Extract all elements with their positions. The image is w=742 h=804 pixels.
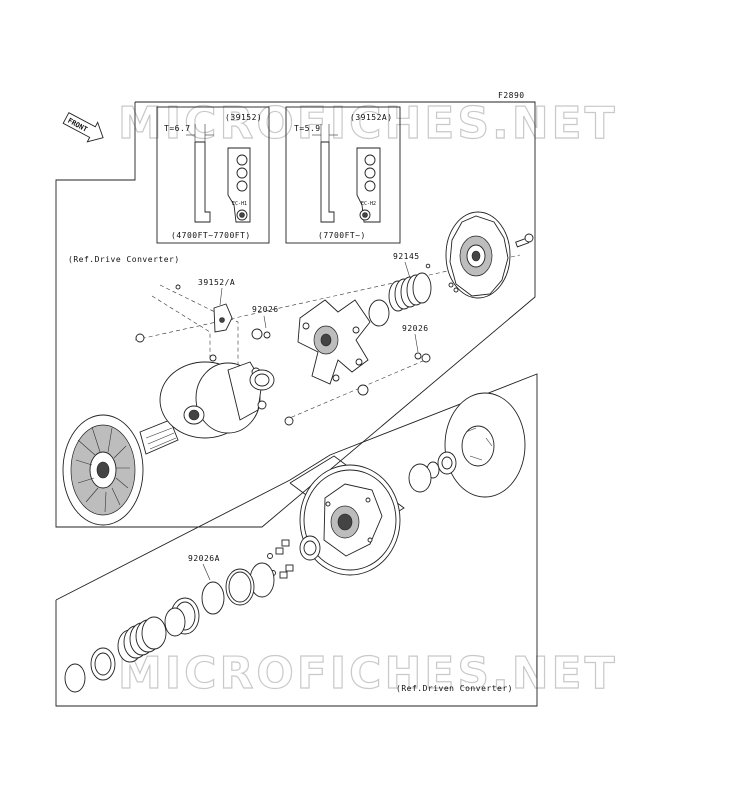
nut-lower bbox=[284, 416, 294, 426]
inset-right-range: (7700FT~) bbox=[318, 231, 366, 240]
ring-driven-end-2 bbox=[64, 663, 86, 693]
callout-spring: 92145 bbox=[393, 252, 420, 261]
weight-39152-drawing: EC-H1 bbox=[186, 124, 251, 223]
inset-right-box bbox=[285, 106, 401, 244]
callout-weight: 39152/A bbox=[198, 278, 235, 287]
nut-spider bbox=[357, 384, 369, 396]
inset-left-mark: EC-H1 bbox=[232, 201, 247, 207]
bushing-92026-right bbox=[421, 353, 431, 363]
ring-driven bbox=[408, 463, 432, 493]
callout-bushing-right: 92026 bbox=[402, 324, 429, 333]
ring-drive bbox=[368, 299, 390, 327]
drive-fixed-sheave bbox=[62, 414, 179, 526]
pin-left bbox=[175, 284, 181, 290]
spring-92145 bbox=[388, 272, 432, 312]
ref-drive-label: (Ref.Drive Converter) bbox=[68, 255, 180, 264]
weight-arm bbox=[213, 303, 233, 333]
spider bbox=[297, 299, 371, 385]
drive-cover bbox=[445, 211, 511, 299]
ring-shim-3 bbox=[201, 581, 225, 615]
inset-right-thickness: T=5.9 bbox=[294, 124, 321, 133]
drive-movable-sheave bbox=[159, 361, 267, 439]
driven-frame bbox=[55, 373, 538, 707]
washer-small-left bbox=[263, 331, 271, 339]
figure-code: F2890 bbox=[498, 91, 525, 100]
nut-left bbox=[135, 333, 145, 343]
inset-right-mark: EC-H2 bbox=[361, 201, 376, 207]
weight-39152a-drawing: EC-H2 bbox=[312, 124, 381, 223]
spring-driven bbox=[117, 616, 167, 663]
watermark-top: MICROFICHES.NET bbox=[118, 98, 618, 149]
driven-fixed-sheave bbox=[444, 392, 526, 498]
bushing-small-left bbox=[251, 328, 263, 340]
driven-movable-sheave bbox=[299, 464, 401, 576]
pin-center bbox=[209, 354, 217, 362]
bolt-cover bbox=[515, 233, 534, 248]
drive-frame bbox=[55, 101, 536, 528]
front-arrow-icon: FRONT bbox=[62, 112, 104, 143]
inset-left-box bbox=[156, 106, 270, 244]
inset-left-range: (4700FT~7700FT) bbox=[171, 231, 251, 240]
inset-left-part: (39152) bbox=[225, 113, 262, 122]
callout-bushing-left: 92026 bbox=[252, 305, 279, 314]
callout-shim: 92026A bbox=[188, 554, 220, 563]
watermark-bottom: MICROFICHES.NET bbox=[118, 648, 618, 699]
inset-left-thickness: T=6.7 bbox=[164, 124, 191, 133]
ref-driven-label: (Ref.Driven Converter) bbox=[396, 684, 513, 693]
inset-right-part: (39152A) bbox=[350, 113, 393, 122]
washer-92026-right bbox=[414, 352, 422, 360]
